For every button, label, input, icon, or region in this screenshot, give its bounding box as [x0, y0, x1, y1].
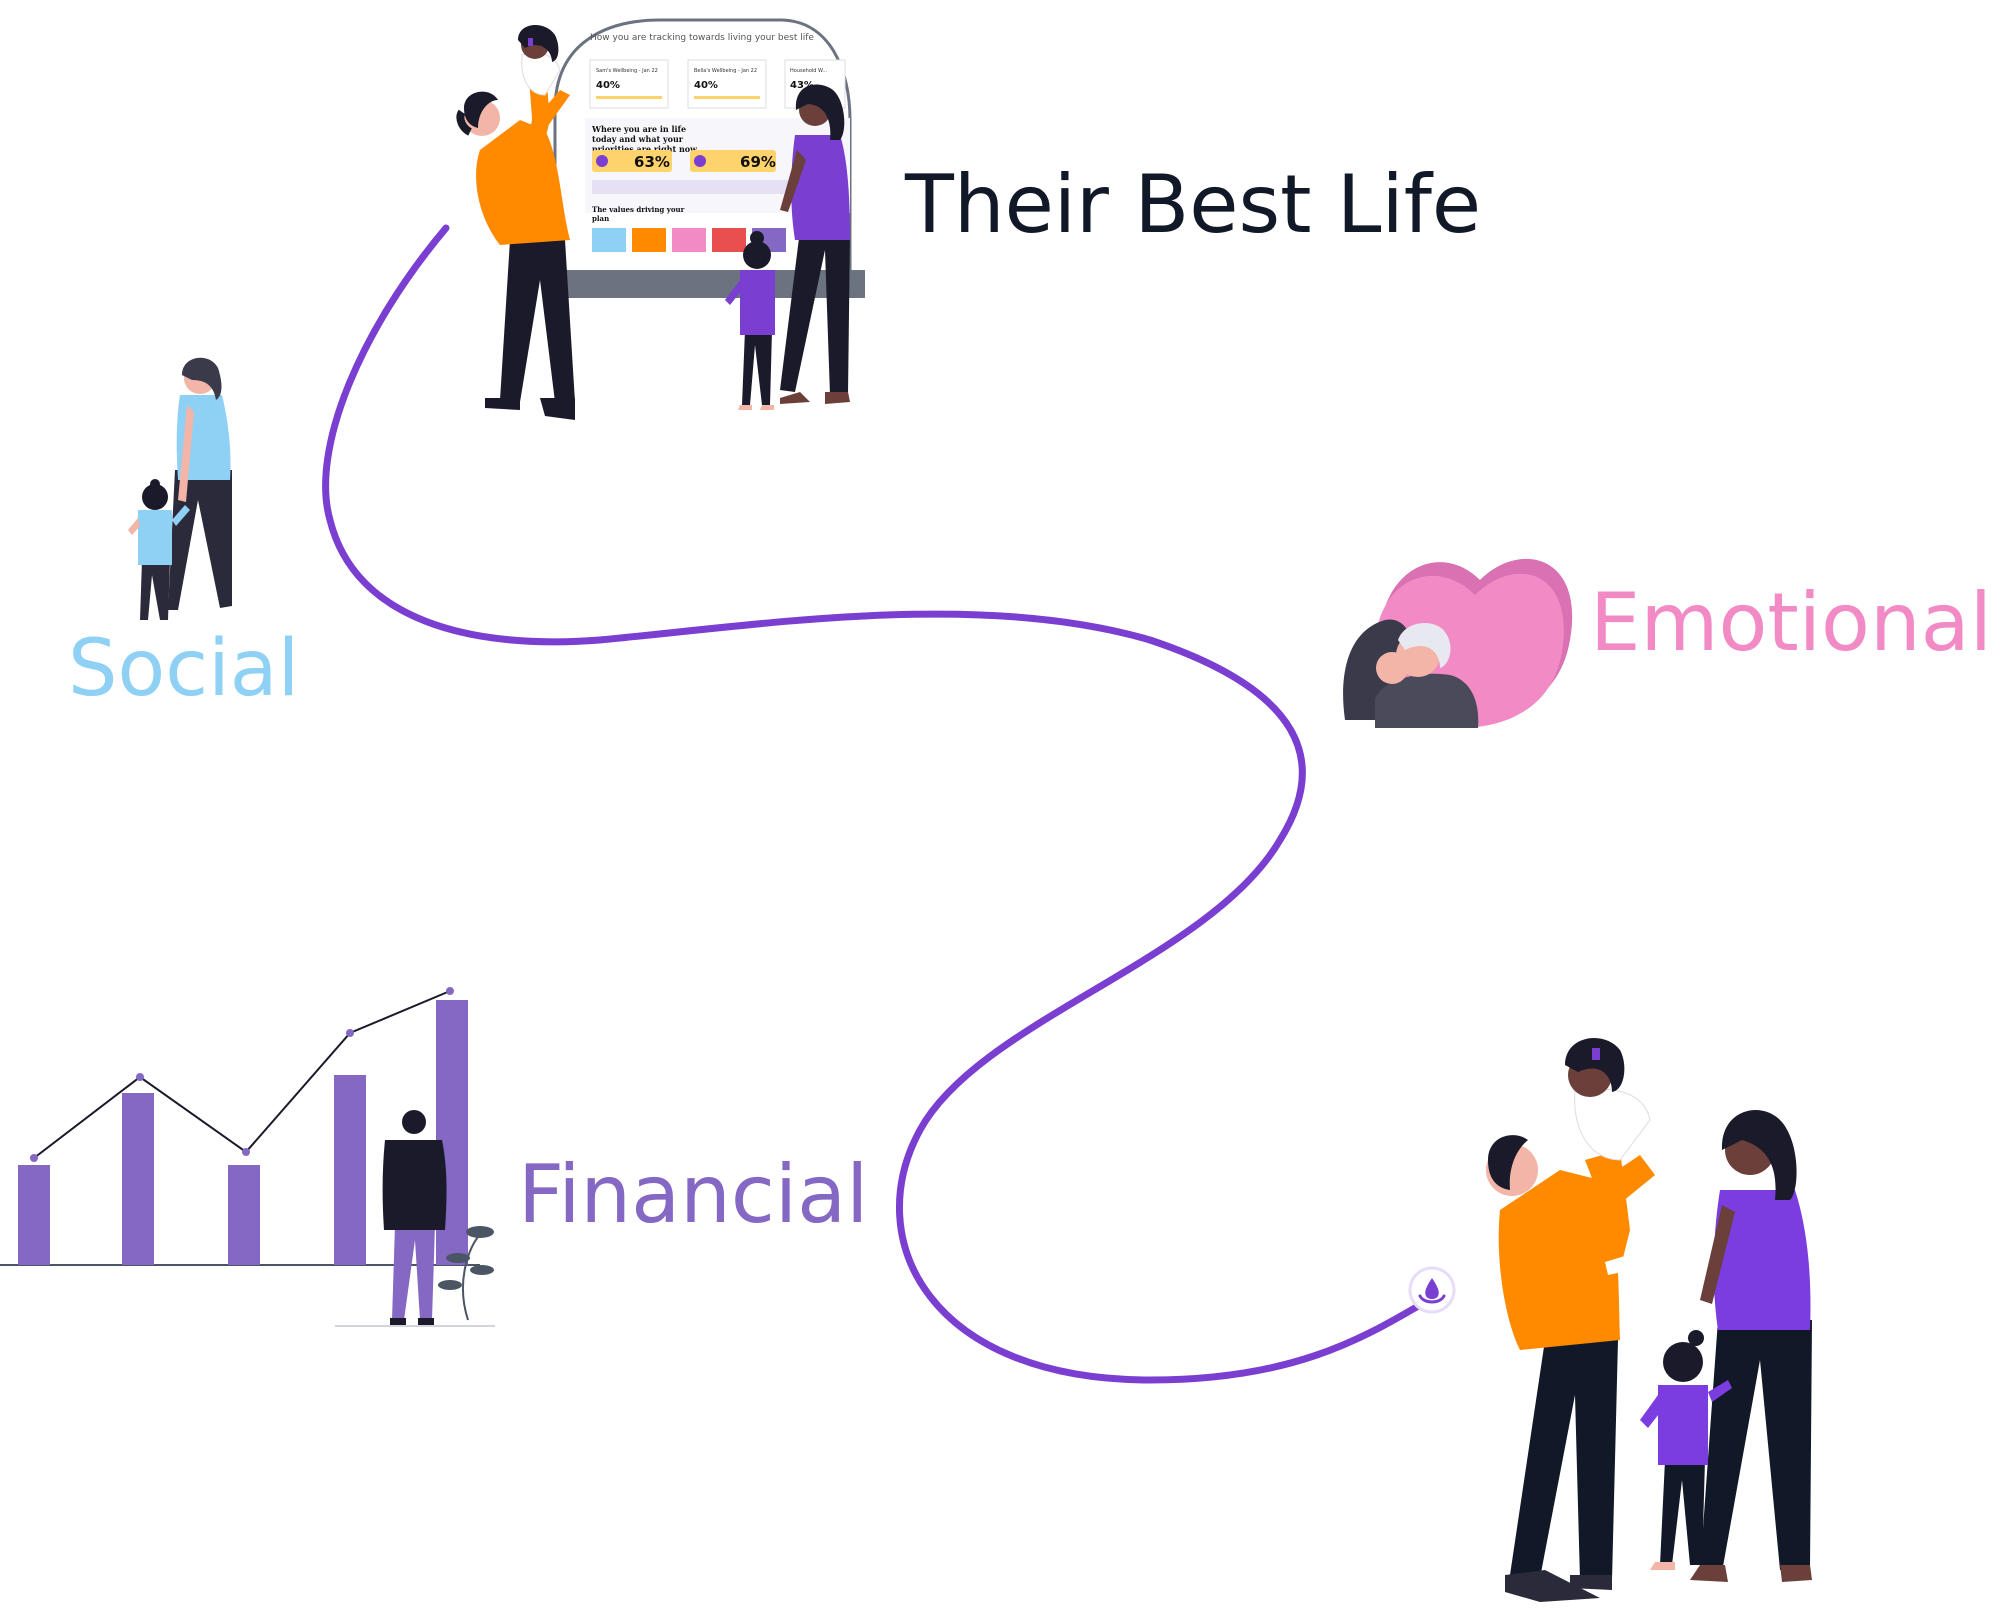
svg-text:Bella's Wellbeing - Jan 22: Bella's Wellbeing - Jan 22 — [694, 68, 757, 74]
family-illustration — [1486, 1038, 1812, 1602]
dashboard-section-title: Where you are in life today and what you… — [591, 124, 698, 154]
svg-text:63%: 63% — [634, 153, 670, 171]
dashboard-card-1: Sam's Wellbeing - Jan 22 40% — [589, 59, 669, 109]
dashboard-values-title: The values driving your plan — [592, 205, 687, 223]
financial-bar — [228, 1165, 260, 1265]
financial-trend-point — [346, 1029, 354, 1037]
financial-bar — [334, 1075, 366, 1265]
value-chip — [712, 228, 746, 252]
financial-trend-points — [30, 987, 454, 1162]
label-emotional: Emotional — [1590, 576, 1992, 669]
droplet-icon — [1408, 1266, 1456, 1314]
financial-bar — [18, 1165, 50, 1265]
svg-text:Household W...: Household W... — [790, 68, 828, 74]
financial-trend-line — [33, 990, 451, 1159]
dashboard-caption: How you are tracking towards living your… — [590, 33, 814, 43]
label-best-life: Their Best Life — [904, 158, 1481, 251]
label-social: Social — [68, 624, 299, 714]
financial-illustration — [0, 987, 495, 1327]
label-financial: Financial — [518, 1148, 868, 1241]
svg-text:40%: 40% — [694, 80, 718, 91]
score-card-2: 69% — [690, 150, 776, 172]
value-chip — [672, 228, 706, 252]
svg-text:Sam's Wellbeing - Jan 22: Sam's Wellbeing - Jan 22 — [596, 68, 658, 74]
dashboard-card-2: Bella's Wellbeing - Jan 22 40% — [687, 59, 767, 109]
svg-text:43%: 43% — [790, 80, 814, 91]
boy-figure — [725, 231, 775, 410]
mother-figure — [780, 84, 850, 404]
svg-text:40%: 40% — [596, 80, 620, 91]
best-life-illustration: How you are tracking towards living your… — [456, 18, 865, 420]
financial-trend-point — [30, 1154, 38, 1162]
value-chip — [632, 228, 666, 252]
value-chip — [592, 228, 626, 252]
financial-trend-point — [136, 1073, 144, 1081]
dashboard-screen: How you are tracking towards living your… — [585, 33, 850, 252]
social-illustration — [128, 357, 232, 620]
financial-bar — [122, 1093, 154, 1265]
svg-text:69%: 69% — [740, 153, 776, 171]
plant — [438, 1226, 494, 1321]
score-card-1: 63% — [592, 150, 672, 172]
journey-path — [322, 224, 1424, 1384]
emotional-illustration — [1343, 558, 1573, 728]
value-chips — [592, 228, 786, 252]
financial-trend-point — [446, 987, 454, 995]
lifted-child-figure — [518, 24, 561, 160]
man-figure — [382, 1110, 447, 1325]
financial-trend-point — [242, 1148, 250, 1156]
financial-bars — [18, 1000, 468, 1265]
